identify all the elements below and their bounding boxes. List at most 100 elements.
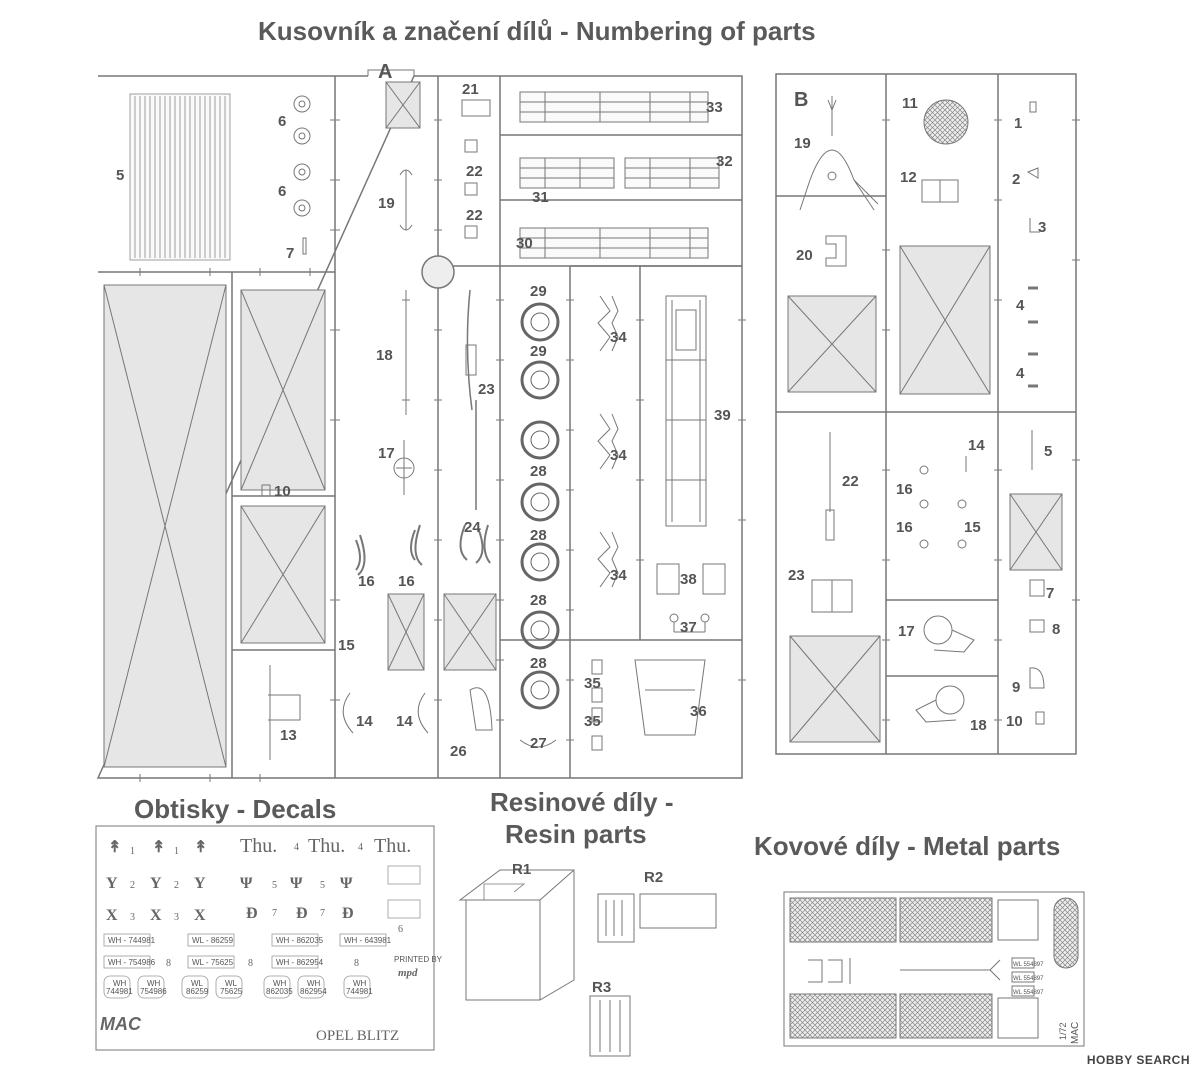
label-a39: 39	[714, 407, 731, 424]
decal-thu-1: Thu.	[240, 835, 277, 857]
label-a16-left: 16	[358, 573, 375, 590]
label-a22-top: 22	[466, 163, 483, 180]
decal-plate-3-2a: WH	[147, 979, 161, 988]
decal-plate-2-3: WH - 862954	[276, 958, 324, 967]
part-a5-ribbed-plate	[129, 93, 231, 261]
decal-plate-3-4a: WL	[225, 979, 238, 988]
label-b4-top: 4	[1016, 297, 1025, 314]
part-b-panels	[787, 245, 1063, 743]
label-a19: 19	[378, 195, 395, 212]
decal-num-8a: 8	[166, 958, 171, 969]
label-b17: 17	[898, 623, 915, 640]
svg-text:↟: ↟	[108, 839, 121, 856]
svg-text:X: X	[150, 907, 162, 924]
metal-plate-1: WL 554897	[1013, 962, 1044, 968]
decal-num-4b: 4	[358, 842, 363, 853]
svg-text:Y: Y	[194, 875, 206, 892]
label-r3: R3	[592, 979, 611, 996]
label-a21: 21	[462, 81, 479, 98]
decal-thu-3: Thu.	[374, 835, 411, 857]
decal-plate-3-1a: WH	[113, 979, 127, 988]
label-b16-bottom: 16	[896, 519, 913, 536]
sprue-a	[96, 69, 746, 782]
svg-text:Y: Y	[106, 875, 118, 892]
label-a30: 30	[516, 235, 533, 252]
label-a17: 17	[378, 445, 395, 462]
svg-text:Y: Y	[150, 875, 162, 892]
part-a-benches	[519, 91, 720, 259]
svg-text:Ð: Ð	[246, 905, 258, 922]
svg-text:Ð: Ð	[342, 905, 354, 922]
svg-text:X: X	[194, 907, 206, 924]
label-b2: 2	[1012, 171, 1020, 188]
label-a36: 36	[690, 703, 707, 720]
decal-num-7a: 7	[272, 908, 277, 919]
label-b18: 18	[970, 717, 987, 734]
label-a24: 24	[464, 519, 481, 536]
label-b5: 5	[1044, 443, 1052, 460]
label-b19: 19	[794, 135, 811, 152]
decal-numbers: 1 1 2 2 3 3 4 4 5 5 7 7 6 8 8 8	[130, 842, 403, 969]
svg-text:Ψ: Ψ	[290, 875, 303, 892]
label-a38: 38	[680, 571, 697, 588]
decal-mac-logo: MAC	[100, 1014, 142, 1034]
decal-num-2b: 2	[174, 880, 179, 891]
label-b10: 10	[1006, 713, 1023, 730]
label-a22-bottom: 22	[466, 207, 483, 224]
label-a5: 5	[116, 167, 124, 184]
title-numbering-of-parts: Kusovník a značení dílů - Numbering of p…	[258, 16, 816, 46]
label-b1: 1	[1014, 115, 1022, 132]
label-a6-top: 6	[278, 113, 286, 130]
label-a32: 32	[716, 153, 733, 170]
title-resin-parts-line2: Resin parts	[505, 819, 647, 849]
label-r1: R1	[512, 861, 531, 878]
decal-num-7b: 7	[320, 908, 325, 919]
label-b15: 15	[964, 519, 981, 536]
label-a14-right: 14	[396, 713, 413, 730]
label-b12: 12	[900, 169, 917, 186]
svg-text:X: X	[106, 907, 118, 924]
sprue-b-labels: B 1 2 3 4 4 5 7 8 9 10 11 12 14 15 16 16…	[788, 89, 1060, 734]
label-a29-bottom: 29	[530, 343, 547, 360]
metal-brand: MAC	[1070, 1022, 1081, 1044]
label-a13: 13	[280, 727, 297, 744]
decal-num-4a: 4	[294, 842, 299, 853]
label-a28-4: 28	[530, 655, 547, 672]
hobby-search-watermark: HOBBY SEARCH	[1086, 1053, 1190, 1067]
label-b11: 11	[902, 95, 918, 112]
metal-plate-3: WL 554897	[1013, 990, 1044, 996]
label-a29-top: 29	[530, 283, 547, 300]
svg-text:Ψ: Ψ	[240, 875, 253, 892]
svg-text:Ψ: Ψ	[340, 875, 353, 892]
svg-text:↟: ↟	[194, 839, 207, 856]
decal-plate-3-4b: 75625	[220, 987, 243, 996]
decal-plate-1-3: WH - 862035	[276, 936, 324, 945]
decal-plate-1-2: WL - 86259	[192, 936, 234, 945]
part-a6-hubs	[293, 95, 311, 255]
label-a16-right: 16	[398, 573, 415, 590]
label-b23: 23	[788, 567, 805, 584]
label-a37: 37	[680, 619, 697, 636]
decal-plate-3-3b: 86259	[186, 987, 209, 996]
label-a33: 33	[706, 99, 723, 116]
decal-plate-3-7b: 744981	[346, 987, 373, 996]
svg-text:Ð: Ð	[296, 905, 308, 922]
label-a34-1: 34	[610, 329, 627, 346]
part-b-small-parts	[799, 96, 1045, 725]
decal-plate-3-5b: 862035	[266, 987, 293, 996]
sprue-a-letter: A	[378, 61, 392, 83]
label-a15: 15	[338, 637, 355, 654]
label-b9: 9	[1012, 679, 1020, 696]
decal-printer-logo: mpd	[398, 967, 418, 979]
decal-thu-2: Thu.	[308, 835, 345, 857]
label-a26: 26	[450, 743, 467, 760]
metal-plate-2: WL 554897	[1013, 976, 1044, 982]
label-b7: 7	[1046, 585, 1054, 602]
decal-plate-3-1b: 744981	[106, 987, 133, 996]
decal-num-5a: 5	[272, 880, 277, 891]
label-a23: 23	[478, 381, 495, 398]
label-b4-bottom: 4	[1016, 365, 1025, 382]
title-decals: Obtisky - Decals	[134, 794, 337, 824]
decal-num-6: 6	[398, 924, 403, 935]
